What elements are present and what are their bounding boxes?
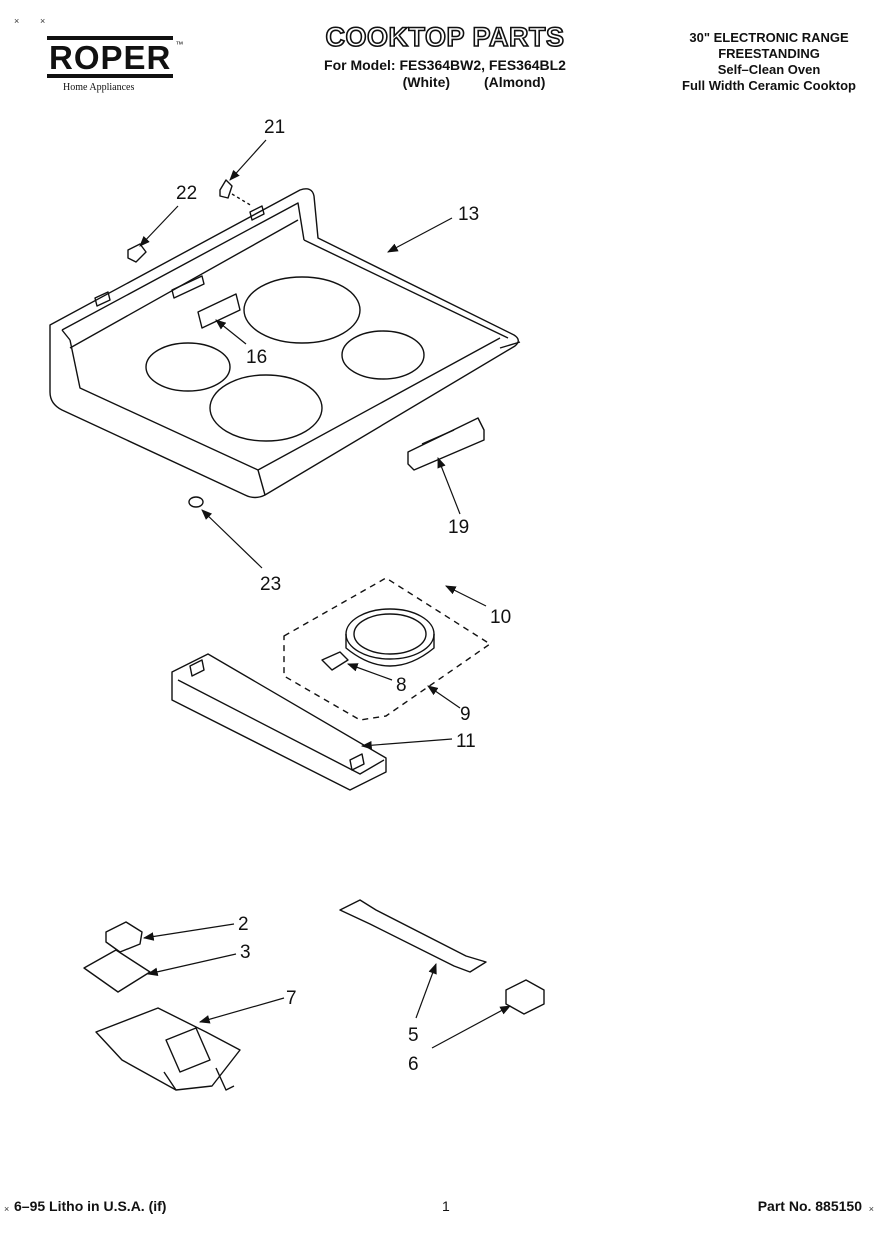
leader-7 [198,997,285,1024]
leader-13 [387,217,453,253]
footer-print-info: 6–95 Litho in U.S.A. (if) [14,1198,167,1214]
footer-mark-left: × [4,1204,10,1214]
leader-2 [142,923,235,941]
leader-9 [427,685,461,709]
page-title: COOKTOP PARTS [325,22,565,52]
leader-8 [346,663,393,681]
callout-10: 10 [490,607,511,628]
leader-16 [215,319,247,345]
brand-tagline: Home Appliances [63,82,135,93]
leader-10 [445,585,487,607]
burner-ellipse [243,276,361,344]
callout-11: 11 [456,731,476,752]
part-10-box [283,577,491,721]
color-line: (White) (Almond) [300,74,590,91]
leader-23 [201,509,263,569]
part-number: Part No. 885150 [757,1198,862,1214]
callout-9: 9 [460,704,471,725]
part-3-plate [83,949,151,993]
part-11-rail [171,653,387,791]
model-line: For Model: FES364BW2, FES364BL2 [324,57,566,73]
burner-ellipse [209,374,323,442]
callout-23: 23 [260,574,281,595]
leader-11 [360,738,453,750]
part-6-block [505,979,545,1015]
title-block: COOKTOP PARTS For Model: FES364BW2, FES3… [300,22,590,91]
cooktop-frame [49,188,521,499]
spec-line: Self–Clean Oven [717,62,821,77]
callout-16: 16 [246,347,267,368]
brand-name: ROPER [47,36,174,78]
callout-21: 21 [264,117,285,138]
color-almond: (Almond) [483,73,546,90]
spec-line: 30" ELECTRONIC RANGE [689,30,849,45]
part-5-arm [339,899,487,973]
callout-7: 7 [286,988,297,1009]
part-7-assembly [95,1007,241,1091]
part-21-clip [219,179,233,199]
callout-19: 19 [448,517,469,538]
part-19-bracket [407,417,485,471]
part-19-slot [421,429,455,445]
color-white: (White) [402,73,451,90]
callout-2: 2 [238,914,249,935]
leader-22 [139,205,179,247]
leader-21 [229,139,267,181]
footer-mark-right: × [868,1204,874,1214]
part-9-element [345,608,435,660]
callout-13: 13 [458,204,479,225]
part-8-connector [321,651,349,671]
part-21-dash [231,193,253,207]
callout-8: 8 [396,675,407,696]
corner-mark-top-left: × [14,16,20,26]
corner-mark-top-left-2: × [40,16,46,26]
spec-line: FREESTANDING [718,46,820,61]
burner-ellipse [145,342,231,392]
trademark-mark: ™ [175,40,184,49]
callout-22: 22 [176,183,197,204]
part-23-screw [188,496,204,508]
part-16-trim [197,293,241,329]
leader-3 [146,953,237,977]
part-22-clip [127,243,147,263]
burner-ellipse [341,330,425,380]
leader-19 [437,456,461,515]
spec-line: Full Width Ceramic Cooktop [682,78,856,93]
callout-6: 6 [408,1054,419,1075]
callout-3: 3 [240,942,251,963]
roper-logo: ROPER ™ Home Appliances [47,36,183,93]
spec-block: 30" ELECTRONIC RANGE FREESTANDING Self–C… [682,30,856,94]
leader-5 [415,962,437,1019]
callout-5: 5 [408,1025,419,1046]
part-2-switch [105,921,143,953]
page-number: 1 [442,1198,450,1214]
leader-6 [431,1005,511,1049]
